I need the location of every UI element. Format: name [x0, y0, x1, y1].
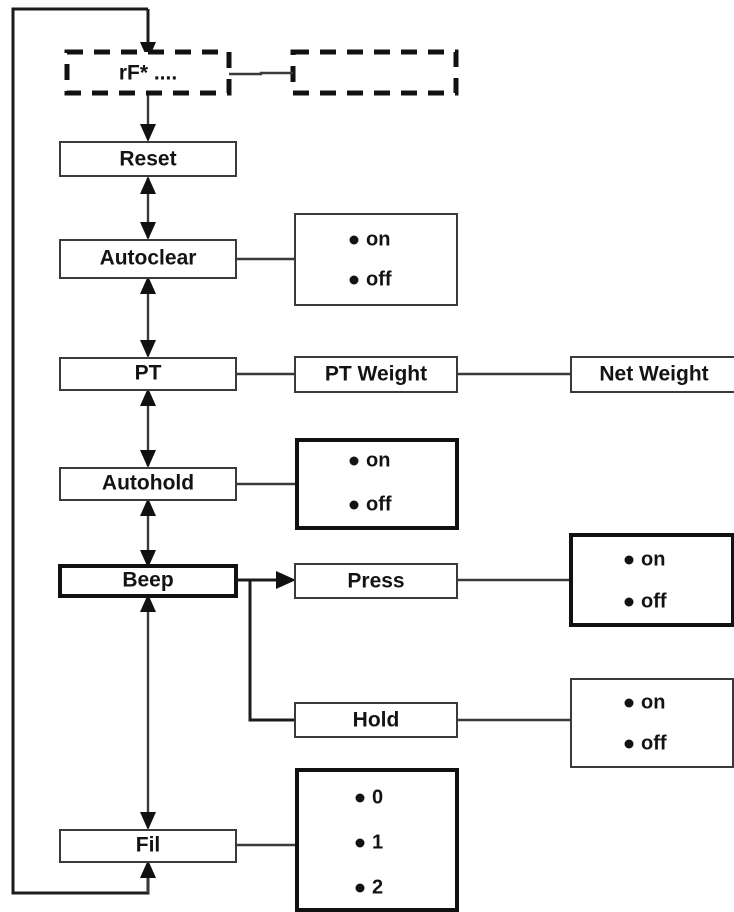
- autoclear-option-on: on: [366, 228, 390, 250]
- autoclear-options-box[interactable]: on off: [294, 213, 458, 306]
- autoclear-option-off: off: [366, 268, 392, 290]
- node-beep[interactable]: Beep: [58, 564, 238, 598]
- arrow-up-to-fil: [140, 860, 156, 878]
- node-pt[interactable]: PT: [59, 357, 237, 391]
- node-pt-label: PT: [135, 362, 162, 385]
- bullet-icon: [624, 597, 634, 607]
- bullet-icon: [355, 838, 365, 848]
- fil-options-box[interactable]: 0 1 2: [295, 768, 459, 912]
- bullet-icon: [349, 235, 359, 245]
- arrow-down-to-autohold: [140, 450, 156, 468]
- fil-option-1: 1: [372, 831, 383, 853]
- node-press[interactable]: Press: [294, 563, 458, 599]
- entry-link-connector: [229, 71, 293, 76]
- arrow-down-to-pt: [140, 340, 156, 358]
- entry-dashed-box-secondary[interactable]: [290, 49, 459, 96]
- arrow-down-to-reset: [140, 124, 156, 142]
- node-beep-label: Beep: [122, 569, 173, 592]
- arrow-up-to-autohold: [140, 498, 156, 516]
- node-fil[interactable]: Fil: [59, 829, 237, 863]
- node-hold[interactable]: Hold: [294, 702, 458, 738]
- bullet-icon: [349, 275, 359, 285]
- autohold-options-box[interactable]: on off: [295, 438, 459, 530]
- bullet-icon: [355, 883, 365, 893]
- connector-beep-branch: [236, 571, 296, 722]
- entry-dashed-box[interactable]: rF* ....: [64, 49, 232, 96]
- press-option-on: on: [641, 548, 665, 570]
- node-fil-label: Fil: [136, 834, 161, 857]
- hold-option-on: on: [641, 691, 665, 713]
- node-autoclear[interactable]: Autoclear: [59, 239, 237, 279]
- entry-label: rF* ....: [119, 62, 177, 85]
- autohold-option-on: on: [366, 449, 390, 471]
- node-hold-label: Hold: [353, 709, 400, 732]
- node-net-weight[interactable]: Net Weight: [570, 356, 734, 393]
- node-press-label: Press: [347, 570, 404, 593]
- press-option-off: off: [641, 590, 667, 612]
- node-autoclear-label: Autoclear: [100, 247, 197, 270]
- hold-option-off: off: [641, 732, 667, 754]
- arrow-up-to-autoclear: [140, 276, 156, 294]
- node-net-weight-label: Net Weight: [599, 363, 708, 386]
- bullet-icon: [624, 698, 634, 708]
- fil-option-2: 2: [372, 876, 383, 898]
- node-reset-label: Reset: [119, 148, 176, 171]
- bullet-icon: [349, 500, 359, 510]
- arrow-down-to-autoclear: [140, 222, 156, 240]
- node-pt-weight-label: PT Weight: [325, 363, 427, 386]
- bullet-icon: [355, 793, 365, 803]
- bullet-icon: [624, 555, 634, 565]
- bullet-icon: [624, 739, 634, 749]
- node-pt-weight[interactable]: PT Weight: [294, 356, 458, 393]
- arrow-up-to-reset: [140, 176, 156, 194]
- autohold-option-off: off: [366, 493, 392, 515]
- bullet-icon: [349, 456, 359, 466]
- node-autohold[interactable]: Autohold: [59, 467, 237, 501]
- arrow-up-to-beep: [140, 594, 156, 612]
- arrow-right-to-press: [276, 571, 296, 589]
- hold-options-box[interactable]: on off: [570, 678, 734, 768]
- node-reset[interactable]: Reset: [59, 141, 237, 177]
- fil-option-0: 0: [372, 786, 383, 808]
- arrow-up-to-pt: [140, 388, 156, 406]
- arrow-down-to-fil: [140, 812, 156, 830]
- arrow-down-to-beep: [140, 550, 156, 568]
- node-autohold-label: Autohold: [102, 472, 194, 495]
- press-options-box[interactable]: on off: [569, 533, 734, 627]
- spine-connectors: [140, 9, 156, 893]
